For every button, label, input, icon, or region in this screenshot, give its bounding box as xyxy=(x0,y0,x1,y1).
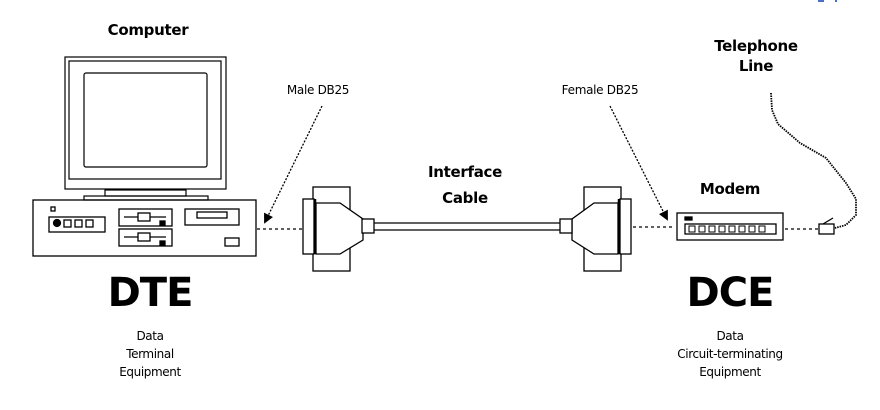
dte-abbr: DTE xyxy=(107,270,194,316)
modem-icon xyxy=(676,212,784,241)
cable-title-line2: Cable xyxy=(442,189,488,207)
telephone-cord-icon xyxy=(770,92,857,229)
female-db25-label: Female DB25 xyxy=(561,83,639,97)
cable-title-line1: Interface xyxy=(427,163,502,181)
telephone-title-line1: Telephone xyxy=(714,37,798,55)
female-callout-arrow xyxy=(609,105,668,221)
dce-desc-line3: Equipment xyxy=(699,365,761,379)
male-callout-arrow xyxy=(264,105,323,224)
interface-cable-icon xyxy=(374,222,560,231)
left-db25-connector-icon xyxy=(302,186,375,272)
phone-jack-icon xyxy=(818,217,835,235)
monitor-icon xyxy=(64,56,227,201)
modem-title: Modem xyxy=(699,180,761,198)
computer-title: Computer xyxy=(107,21,189,39)
male-db25-label: Male DB25 xyxy=(286,83,350,97)
dce-desc-line1: Data xyxy=(716,329,744,343)
dte-desc-line2: Terminal xyxy=(126,347,174,361)
right-db25-connector-icon xyxy=(559,186,632,272)
crop-artifact xyxy=(835,0,837,2)
crop-artifact xyxy=(818,0,824,2)
dte-desc-line1: Data xyxy=(136,329,164,343)
dte-desc-line3: Equipment xyxy=(119,365,181,379)
dce-abbr: DCE xyxy=(686,270,775,316)
telephone-title-line2: Line xyxy=(738,57,774,75)
dce-desc-line2: Circuit-terminating xyxy=(677,347,783,361)
computer-case-icon xyxy=(32,199,257,257)
